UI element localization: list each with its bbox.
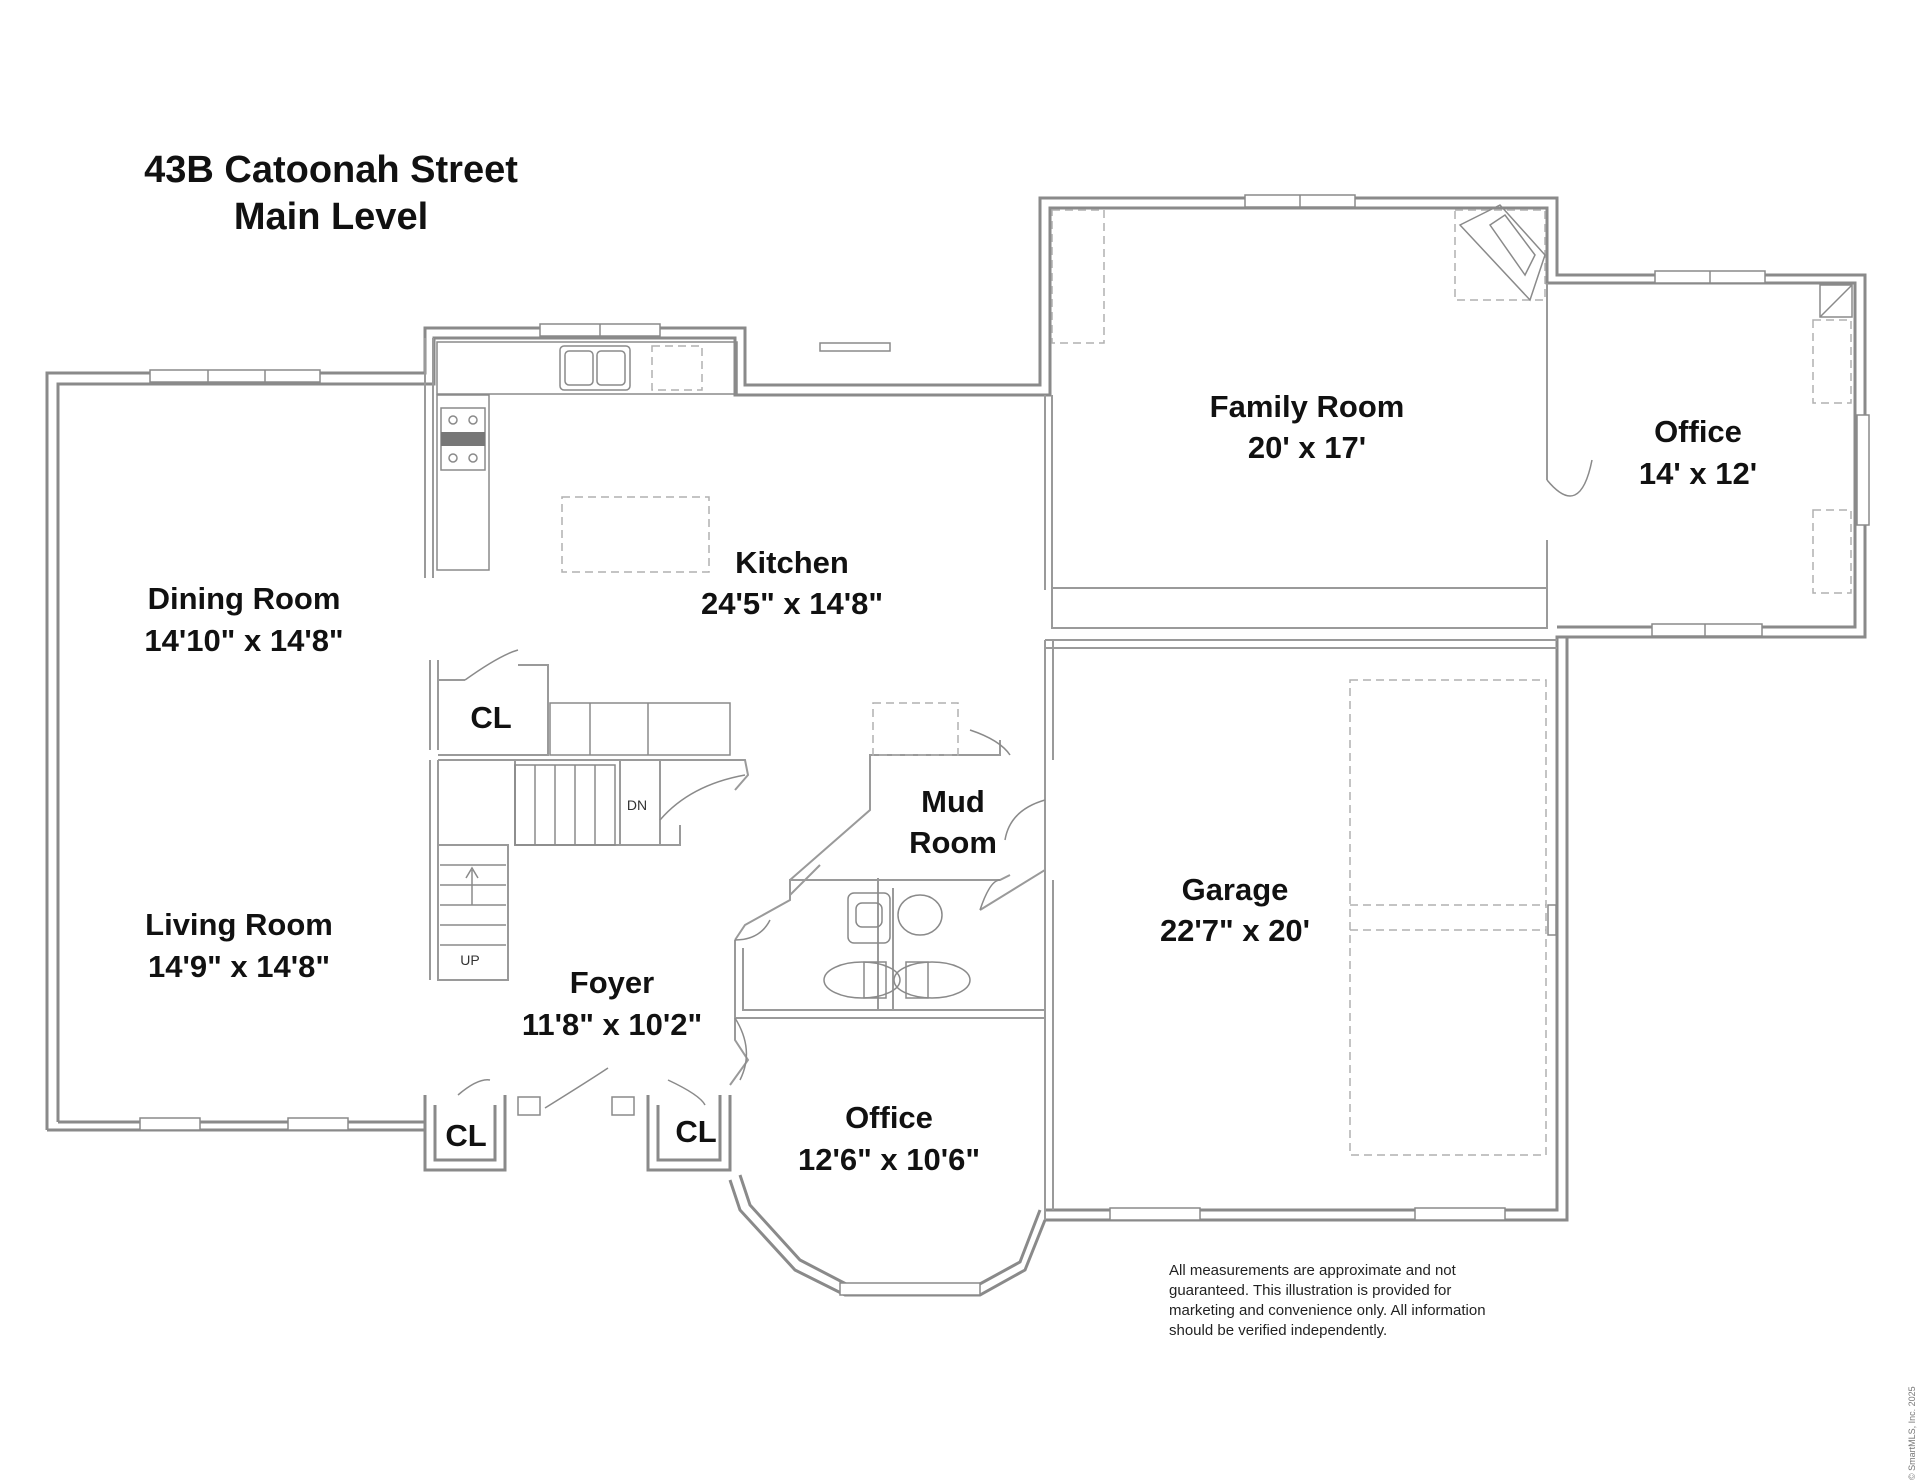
foyer-size: 11'8" x 10'2" [522,1007,702,1042]
room-labels: Family Room 20' x 17' Office 14' x 12' K… [144,389,1757,1177]
garage-size: 22'7" x 20' [1160,913,1310,948]
closet-label-right: CL [675,1114,716,1149]
dining-room-name: Dining Room [148,581,341,616]
dining-room-size: 14'10" x 14'8" [144,623,343,658]
disclaimer-line-1: All measurements are approximate and not [1169,1262,1457,1279]
title-address: 43B Catoonah Street [144,149,518,191]
title-level: Main Level [234,196,428,238]
closet-label-left: CL [445,1118,486,1153]
family-room-size: 20' x 17' [1248,430,1366,465]
kitchen-name: Kitchen [735,545,849,580]
disclaimer-line-2: guaranteed. This illustration is provide… [1169,1282,1451,1299]
office-east-name: Office [1654,414,1742,449]
copyright-watermark: © SmartMLS, Inc. 2025 [1907,1386,1917,1480]
living-room-name: Living Room [145,907,333,942]
plan-title: 43B Catoonah Street Main Level [144,149,518,238]
mud-room-name-1: Mud [921,784,985,819]
mud-room-name-2: Room [909,825,997,860]
family-room-name: Family Room [1210,389,1405,424]
office-south-size: 12'6" x 10'6" [798,1142,980,1177]
stairs-lower [440,864,506,946]
fixtures [436,204,1853,1156]
stairs-up-label: UP [460,952,479,968]
stairs-upper [514,764,616,846]
office-east-size: 14' x 12' [1639,456,1757,491]
disclaimer: All measurements are approximate and not… [1169,1262,1486,1339]
foyer-name: Foyer [570,965,654,1000]
kitchen-size: 24'5" x 14'8" [701,586,883,621]
disclaimer-line-4: should be verified independently. [1169,1322,1387,1339]
disclaimer-line-3: marketing and convenience only. All info… [1169,1302,1486,1319]
office-south-name: Office [845,1100,933,1135]
windows [139,194,1870,1296]
living-room-size: 14'9" x 14'8" [148,949,330,984]
stairs-down-label: DN [627,797,647,813]
interior-walls [424,283,1557,1220]
garage-name: Garage [1182,872,1289,907]
closet-label-kitchen: CL [470,700,511,735]
